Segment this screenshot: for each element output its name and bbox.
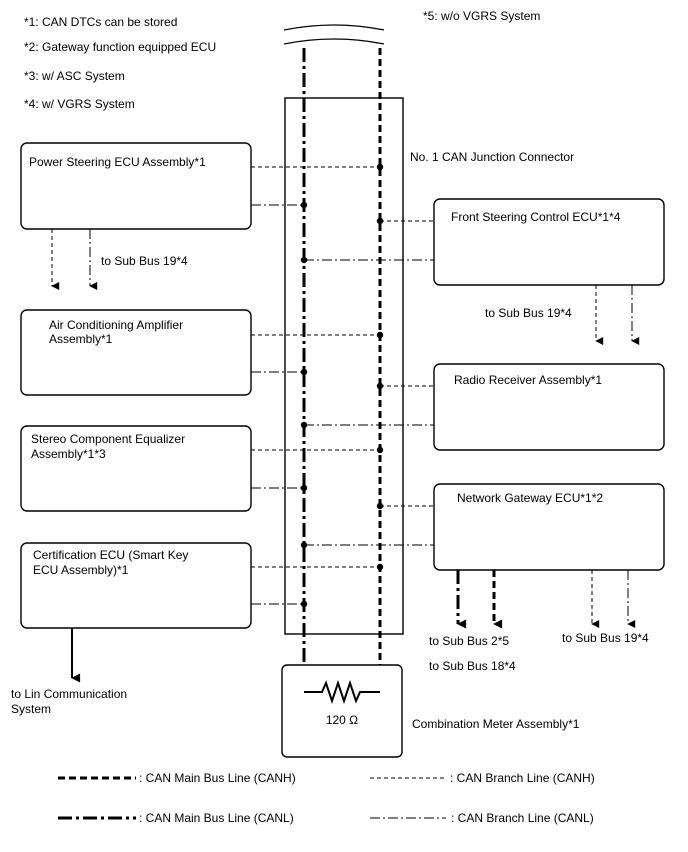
note-vgrs: *4: w/ VGRS System — [24, 97, 135, 111]
radio-receiver-box — [433, 363, 665, 451]
junction-dot — [376, 563, 384, 571]
certification-label-1: Certification ECU (Smart Key — [33, 548, 188, 562]
junction-dot — [376, 331, 384, 339]
junction-dot — [300, 600, 308, 608]
note-wo-vgrs: *5: w/o VGRS System — [423, 9, 540, 23]
junction-dot — [376, 446, 384, 454]
note-gateway: *2: Gateway function equipped ECU — [24, 40, 216, 54]
junction-dot — [300, 541, 308, 549]
junction-dot — [376, 382, 384, 390]
air-conditioning-label-1: Air Conditioning Amplifier — [49, 318, 183, 332]
fs-subbus-label: to Sub Bus 19*4 — [485, 306, 572, 320]
stereo-label-1: Stereo Component Equalizer — [31, 432, 185, 446]
lin-label-1: to Lin Communication — [11, 687, 127, 701]
stereo-label-2: Assembly*1*3 — [31, 447, 106, 461]
lin-label-2: System — [11, 702, 51, 716]
terminating-resistor — [304, 679, 380, 705]
air-conditioning-label-2: Assembly*1 — [49, 332, 113, 346]
bus-break-mark-bottom — [283, 38, 385, 45]
combination-meter-box — [281, 664, 403, 758]
note-can-dtc: *1: CAN DTCs can be stored — [24, 15, 177, 29]
combination-meter-label: Combination Meter Assembly*1 — [412, 717, 580, 731]
gw-subbus-label-c: to Sub Bus 19*4 — [562, 631, 649, 645]
legend-branch-canh: : CAN Branch Line (CANH) — [450, 771, 595, 785]
legend-branch-canl: : CAN Branch Line (CANL) — [451, 811, 594, 825]
legend-main-canl: : CAN Main Bus Line (CANL) — [139, 811, 294, 825]
junction-dot — [300, 201, 308, 209]
junction-dot — [300, 421, 308, 429]
junction-dot — [376, 502, 384, 510]
air-conditioning-amplifier-box — [20, 309, 252, 396]
certification-ecu-box — [20, 542, 252, 629]
power-steering-ecu-label: Power Steering ECU Assembly*1 — [29, 155, 206, 169]
junction-dot — [300, 484, 308, 492]
note-asc: *3: w/ ASC System — [24, 69, 125, 83]
legend-main-canh: : CAN Main Bus Line (CANH) — [139, 771, 296, 785]
resistor-value: 120 Ω — [326, 713, 358, 727]
front-steering-label: Front Steering Control ECU*1*4 — [451, 210, 621, 224]
gw-subbus-label-b: to Sub Bus 18*4 — [429, 659, 516, 673]
junction-dot — [376, 163, 384, 171]
network-gateway-label: Network Gateway ECU*1*2 — [457, 491, 603, 505]
certification-label-2: ECU Assembly)*1 — [33, 563, 129, 577]
junction-connector-label: No. 1 CAN Junction Connector — [410, 150, 574, 164]
junction-dots — [300, 163, 384, 608]
legend: : CAN Main Bus Line (CANH) : CAN Main Bu… — [58, 771, 595, 825]
junction-dot — [300, 256, 308, 264]
front-steering-ecu-box — [433, 198, 665, 286]
junction-dot — [376, 217, 384, 225]
bus-break-mark-top — [283, 24, 385, 31]
stereo-equalizer-box — [20, 425, 252, 512]
network-gateway-ecu-box — [433, 483, 665, 571]
gw-subbus-label-a: to Sub Bus 2*5 — [429, 634, 509, 648]
power-steering-ecu-box — [20, 142, 252, 230]
radio-receiver-label: Radio Receiver Assembly*1 — [454, 373, 602, 387]
ps-subbus-label: to Sub Bus 19*4 — [101, 254, 188, 268]
junction-dot — [300, 368, 308, 376]
